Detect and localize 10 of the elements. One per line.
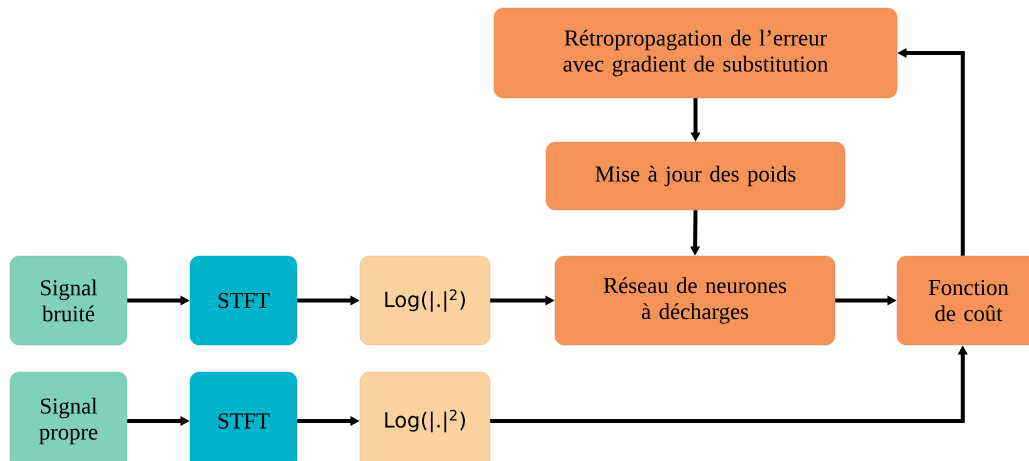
process-box: Fonction de coût	[896, 255, 1029, 346]
signal-box: Signal propre	[9, 371, 128, 461]
process-box: Réseau de neurones à décharges	[554, 255, 836, 346]
process-box: Log(|.|$^{2}$)	[359, 371, 491, 461]
process-box: Mise à jour des poids	[545, 141, 846, 211]
process-box: Rétropropagation de l’erreur avec gradient de substitution	[493, 7, 898, 99]
signal-box: Signal bruité	[9, 255, 128, 346]
process-box: STFT	[189, 371, 298, 461]
process-box: STFT	[189, 255, 298, 346]
process-box: Log(|.|$^{2}$)	[359, 255, 491, 346]
